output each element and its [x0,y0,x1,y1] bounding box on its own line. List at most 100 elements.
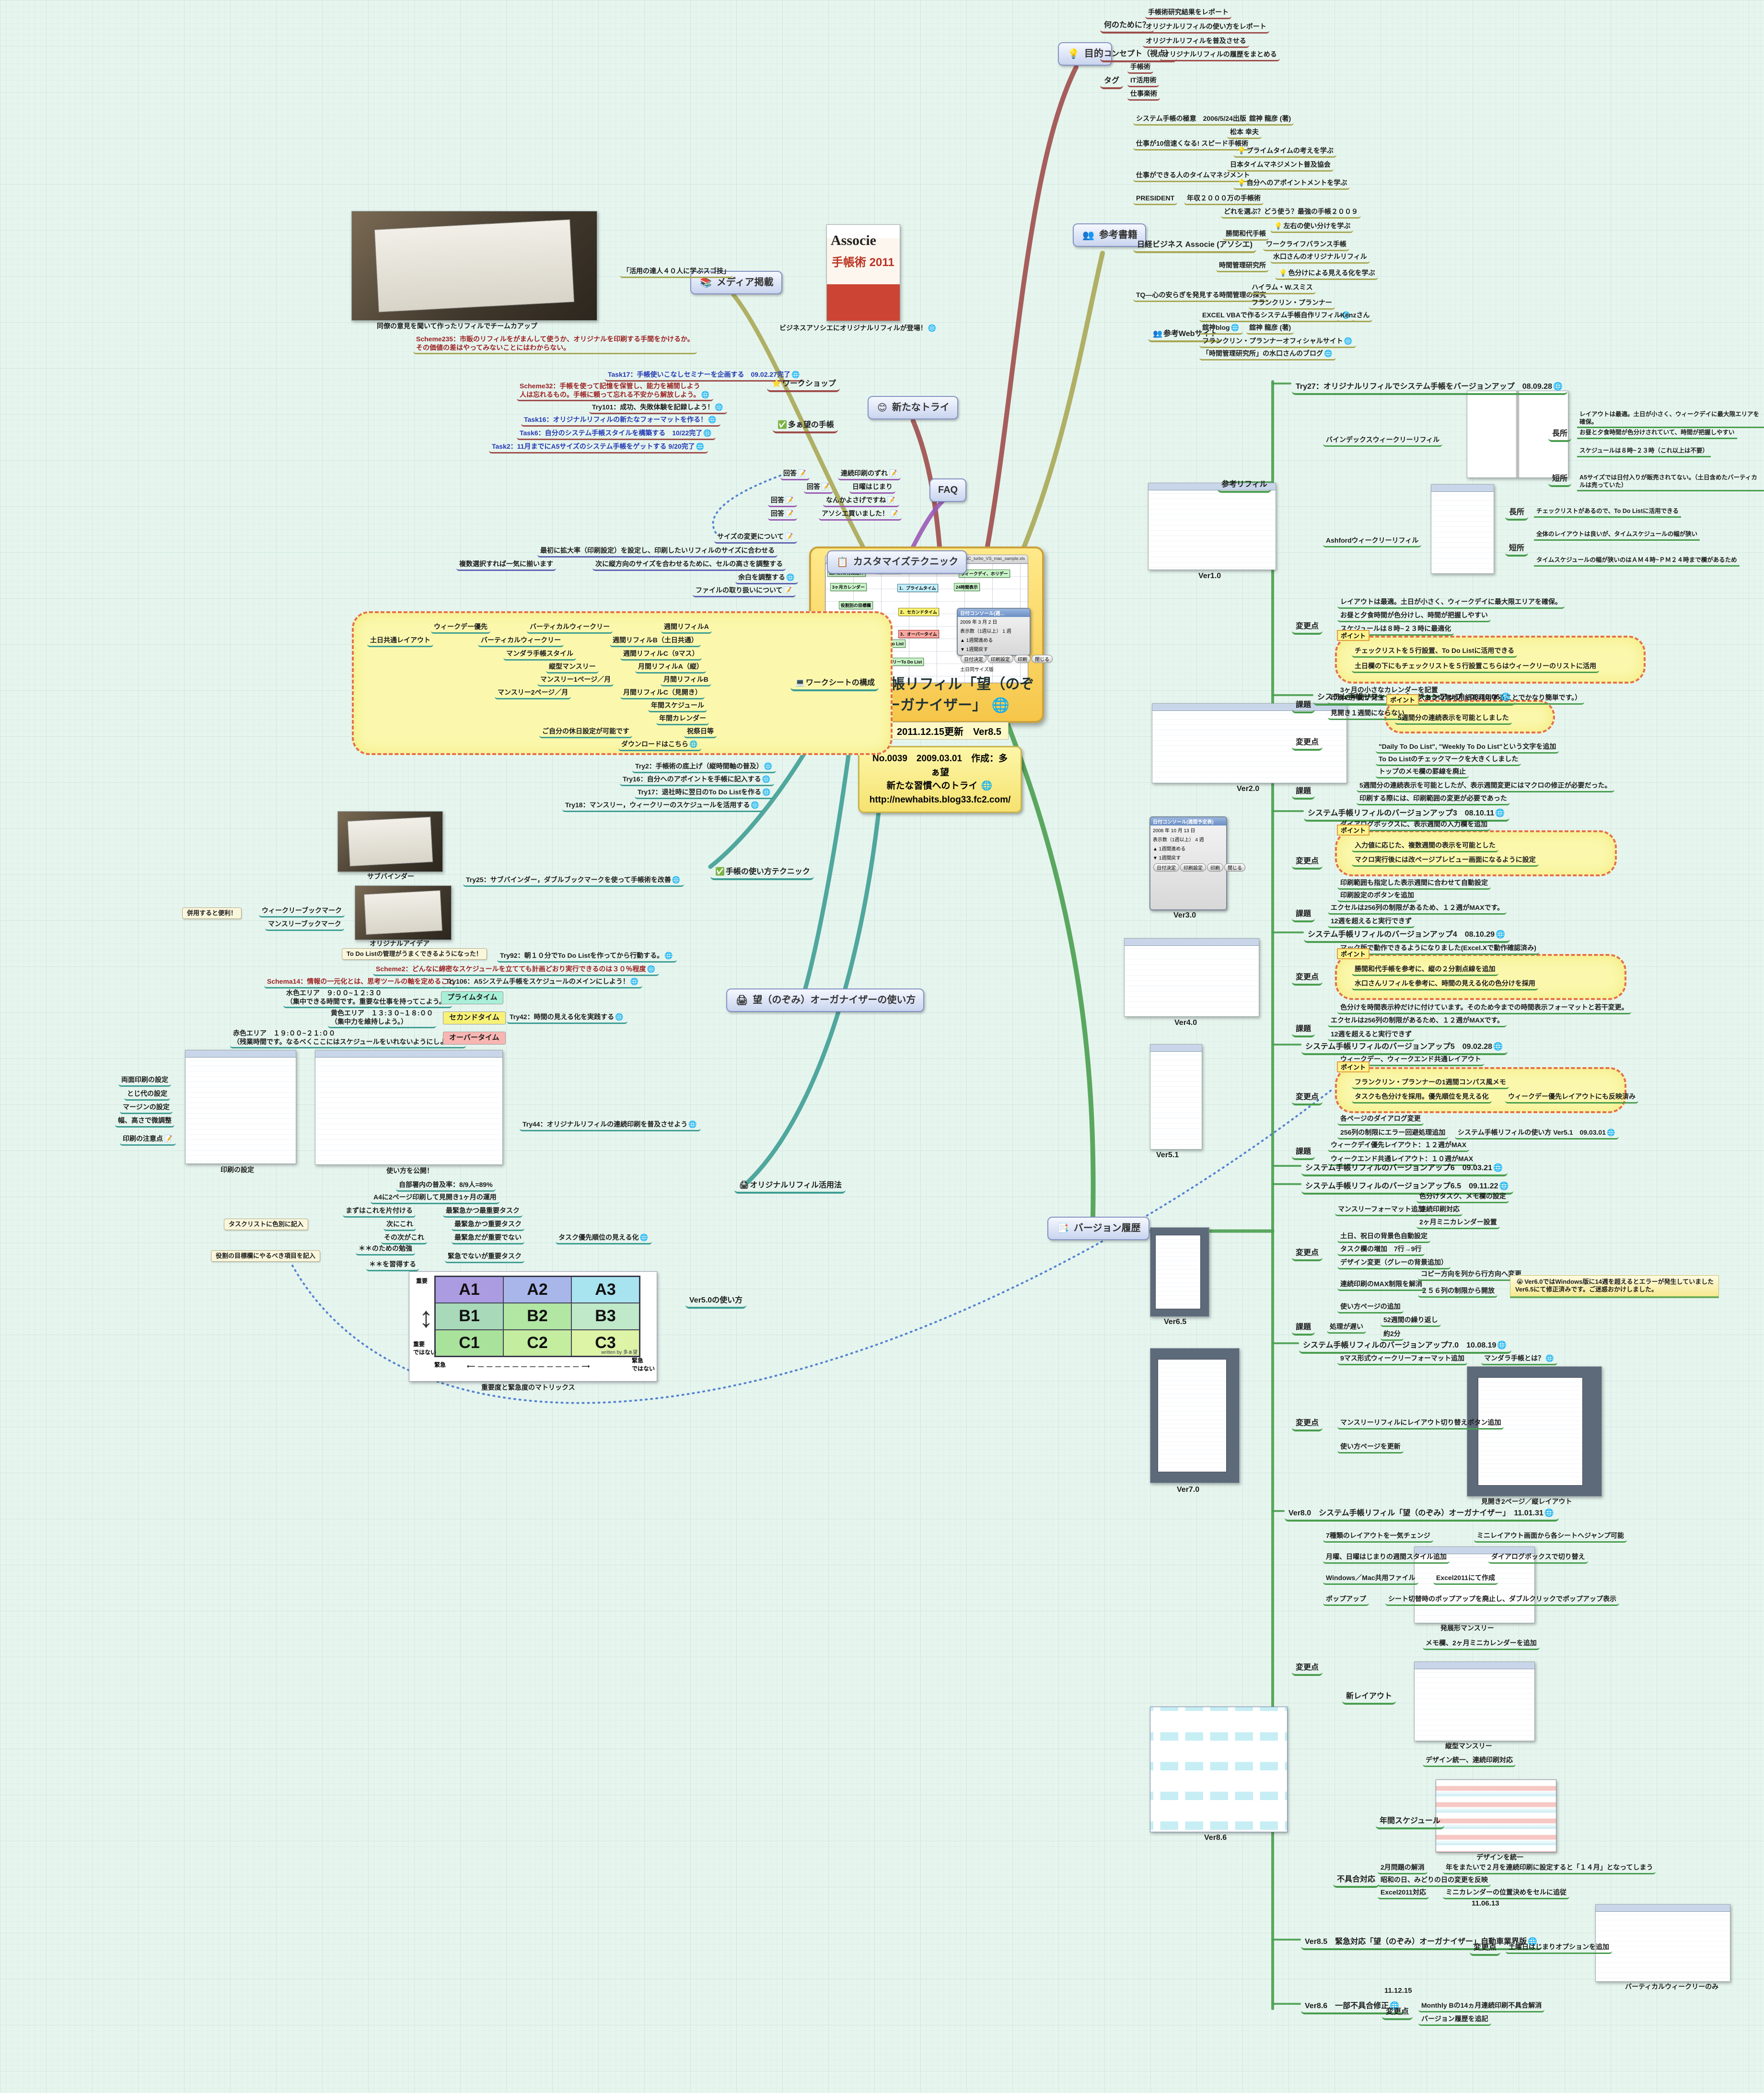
map-node[interactable]: Try27：オリジナルリフィルでシステム手帳をバージョンアップ 08.09.28… [1292,382,1567,395]
dialog-button-閉じる[interactable]: 閉じる [1224,863,1245,872]
map-node[interactable]: システム手帳リフィルのバージョンアップ6 09.03.21🌐 [1301,1163,1508,1176]
web-icon[interactable]: 🌐 [791,371,800,378]
map-node-label: Try18：マンスリー，ウィークリーのスケジュールを活用する [565,801,750,809]
map-node[interactable]: EXCEL VBAで作るシステム手帳自作リフィル🌐 [1199,311,1354,322]
web-icon[interactable]: 🌐 [1499,1182,1509,1190]
map-node[interactable]: Try2：手帳術の底上げ（縦時間軸の普及）🌐 [632,762,777,773]
map-node[interactable]: フランクリン・プランナーオフィシャルサイト🌐 [1199,337,1357,348]
web-icon[interactable]: 🌐 [1496,930,1505,939]
map-node[interactable]: Task2：11月までにA5サイズのシステム手帳をゲットする 9/20完了🌐 [489,442,708,453]
map-node-label: 年をまたいで２月を連続印刷に設定すると「１４月」となってしまう [1446,1863,1653,1871]
map-node-label: 課題 [1296,910,1311,918]
map-node[interactable]: システム手帳リフィルのバージョンアップ7.0 10.08.19🌐 [1299,1340,1512,1354]
map-node[interactable]: タスク優先順位の見える化🌐 [556,1233,652,1244]
map-node[interactable]: Try44：オリジナルリフィルの連続印刷を普及させよう🌐 [520,1120,701,1131]
web-icon[interactable]: 🌐 [1324,349,1333,357]
dialog-button-日付決定[interactable]: 日付決定 [1153,863,1179,872]
web-icon[interactable]: 🌐 [639,1233,649,1241]
web-icon[interactable]: 🌐 [630,977,639,985]
map-node[interactable]: Try25：サブバインダー，ダブルブックマークを使って手帳術を改善🌐 [463,875,685,887]
central-info-card: No.0039 2009.03.01 作成：多ぁ望 新たな習慣へのトライ 🌐 h… [858,746,1022,813]
dialog-button-印刷[interactable]: 印刷 [1207,863,1223,872]
web-icon[interactable]: 🌐 [1528,1938,1538,1946]
web-icon[interactable]: 🌐 [689,740,698,748]
map-node[interactable]: システム手帳リフィルのバージョンアップ5 09.02.28🌐 [1301,1042,1508,1055]
web-icon[interactable]: 🌐 [764,762,773,770]
map-node[interactable]: Ver8.5 緊急対応「望（のぞみ）オーガナイザー」自動車業界版🌐 [1301,1937,1543,1950]
web-icon[interactable]: 🌐 [664,952,673,959]
dialog-button-印刷[interactable]: 印刷 [1014,655,1031,663]
map-node[interactable]: Try18：マンスリー，ウィークリーのスケジュールを活用する🌐 [562,801,763,812]
map-node[interactable]: Ver8.6 一部不具合修正🌐 [1301,2001,1404,2014]
web-icon[interactable]: 🌐 [715,403,723,411]
dialog-button-印刷設定[interactable]: 印刷設定 [987,655,1013,663]
branch-media[interactable]: 📚メディア掲載 [690,271,782,294]
web-icon[interactable]: 🌐 [762,788,771,796]
map-node[interactable]: マンダラ手帳とは？🌐 [1481,1354,1558,1365]
web-icon[interactable]: 🌐 [1497,1341,1507,1349]
map-node[interactable]: Task17：手帳使いこなしセミナーを企画する 09.02.27完了🌐 [605,370,804,382]
map-node: A5サイズでは日付入りが販売されてない。（土日含めたバーティカルは売っていた） [1577,474,1764,492]
map-node[interactable]: Scheme2：どんなに綿密なスケジュールを立てても計画どおり実行できるのは３０… [373,965,659,976]
web-icon[interactable]: 🌐 [1606,1128,1615,1136]
web-icon[interactable]: 🌐 [1230,324,1239,331]
web-icon[interactable]: 🌐 [751,801,759,809]
web-icon[interactable]: 🌐 [1501,693,1511,701]
map-node[interactable]: 余白を調整する🌐 [735,573,799,584]
web-icon[interactable]: 🌐 [1545,1354,1554,1362]
web-icon[interactable]: 🌐 [1495,809,1505,817]
map-node: 💡色分けによる見える化を学ぶ [1275,268,1378,280]
web-icon[interactable]: 🌐 [701,390,709,398]
map-node[interactable]: Ver8.0 システム手帳リフィル「望（のぞみ）オーガナイザー」 11.01.3… [1285,1508,1559,1522]
map-node[interactable]: 「時間管理研究所」の水口さんのブログ🌐 [1199,349,1336,360]
map-node[interactable]: 舘神blog🌐 [1199,323,1243,335]
web-icon[interactable]: 🌐 [688,1120,697,1128]
web-icon[interactable]: 🌐 [1390,2002,1400,2010]
web-icon[interactable]: 🌐 [1493,1164,1503,1172]
map-node[interactable]: Try106：A5システム手帳をスケジュールのメインにしよう！🌐 [443,977,643,988]
web-icon[interactable]: 🌐 [696,442,705,450]
map-node[interactable]: Try42：時間の見える化を実践する🌐 [507,1012,627,1024]
web-icon[interactable]: 🌐 [928,324,937,332]
web-icon[interactable]: 🌐 [762,775,771,783]
branch-version-history[interactable]: 📑バージョン履歴 [1047,1217,1149,1240]
dialog-button-日付決定[interactable]: 日付決定 [961,655,986,663]
web-icon[interactable]: 🌐 [1493,1043,1503,1051]
branch-customize[interactable]: 📋カスタマイズテクニック [827,550,967,574]
web-icon[interactable]: 🌐 [1344,337,1353,345]
map-node[interactable]: システム手帳リフィルの使い方 Ver5.1 09.03.01🌐 [1455,1128,1619,1140]
info-line-url[interactable]: http://newhabits.blog33.fc2.com/ [869,794,1011,805]
map-node[interactable]: Try92：朝１０分でTo Do Listを作ってから行動する。🌐 [497,951,677,963]
web-icon[interactable]: 🌐 [647,965,655,973]
web-icon[interactable]: 🌐 [703,429,712,437]
info-line-blog[interactable]: 新たな習慣へのトライ 🌐 [886,781,993,791]
map-node-label: 仕事が10倍速くなる! スピード手帳術 [1136,140,1249,147]
web-icon[interactable]: 🌐 [672,876,681,884]
map-node[interactable]: Try17：退社時に翌日のTo Do Listを作る🌐 [635,788,775,799]
map-node[interactable]: Try16：自分へのアポイントを手帳に記入する🌐 [620,775,775,786]
branch-nozomi-usage[interactable]: 🖨望（のぞみ）オーガナイザーの使い方 [726,988,925,1012]
date-console-dialog[interactable]: 日付コンソール(週間予定表)2008 年 10 月 13 日表示数（1週以上） … [1149,816,1245,910]
map-node[interactable]: システム手帳リフィルのバージョンアップ4 08.10.29🌐 [1304,930,1510,943]
web-icon[interactable]: 🌐 [786,573,795,581]
branch-faq[interactable]: FAQ [929,478,967,502]
map-node[interactable]: Task16：オリジナルリフィルの新たなフォーマットを作る！🌐 [521,415,720,427]
map-node: 課題 [1292,1322,1315,1336]
web-link-icon[interactable]: 🌐 [991,697,1010,713]
map-node[interactable]: Try101：成功、失敗体験を記録しよう！🌐 [589,403,727,414]
web-icon[interactable]: 🌐 [708,416,717,423]
web-icon[interactable]: 🌐 [1553,383,1563,391]
web-icon[interactable]: 🌐 [1342,311,1350,319]
map-node[interactable]: ダウンロードはこちら🌐 [618,740,702,751]
branch-new-try[interactable]: 😊新たなトライ [868,396,958,419]
web-icon[interactable]: 🌐 [615,1013,624,1021]
map-node[interactable]: システム手帳リフィルのバージョンアップ3 08.10.11🌐 [1304,808,1510,822]
web-icon[interactable]: 🌐 [1544,1509,1554,1517]
dialog-button-印刷設定[interactable]: 印刷設定 [1180,863,1206,872]
map-node[interactable]: Task6：自分のシステム手帳スタイルを構築する 10/22完了🌐 [517,429,716,440]
dialog-button-閉じる[interactable]: 閉じる [1032,655,1053,663]
date-console-dialog[interactable]: 日付コンソール(週…2009 年 3 月 2 日表示数（1週以上） 1 週▲ 1… [957,608,1053,673]
map-node[interactable]: Scheme32：手帳を使って記憶を保管し、能力を補間しよう 人は忘れるもの。手… [517,382,713,401]
map-node[interactable]: ビジネスアソシエにオリジナルリフィルが登場！🌐 [779,324,937,333]
map-node[interactable]: システム手帳リフィルのバージョンアップ6.5 09.11.22🌐 [1301,1181,1514,1195]
